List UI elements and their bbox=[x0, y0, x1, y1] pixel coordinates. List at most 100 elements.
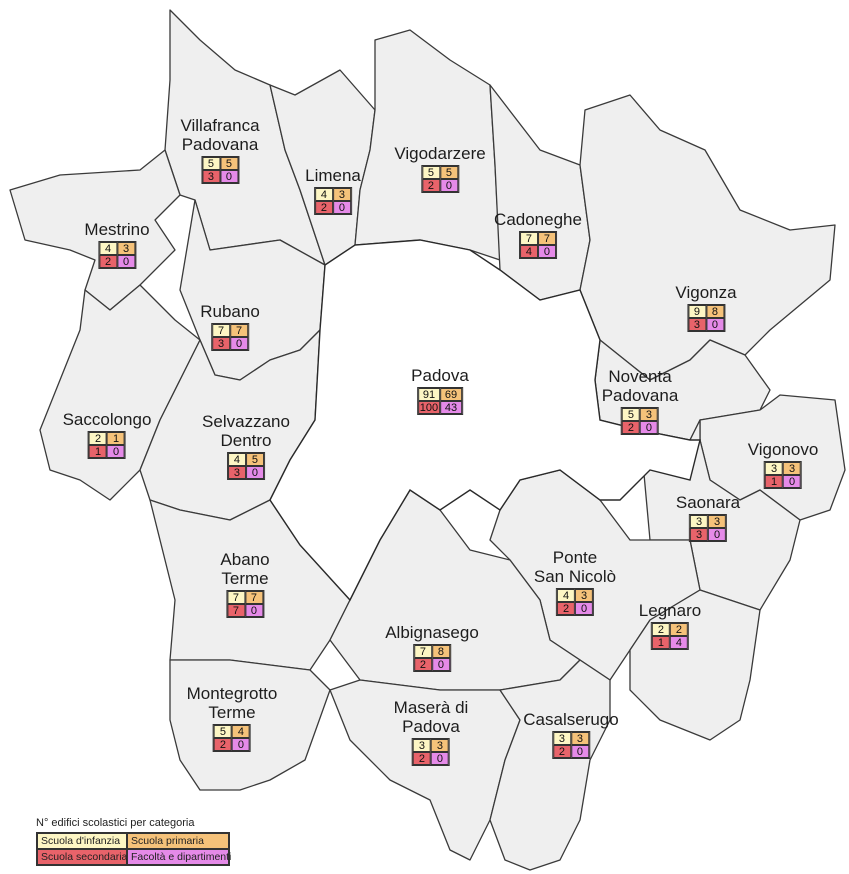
municipality-name: Mestrino bbox=[84, 220, 150, 239]
count-secondaria: 3 bbox=[201, 170, 220, 183]
count-infanzia: 5 bbox=[201, 157, 220, 170]
count-primaria: 3 bbox=[117, 242, 135, 255]
count-facolta: 0 bbox=[117, 255, 135, 268]
legend-item-facolta: Facoltà e dipartimenti bbox=[127, 849, 231, 865]
municipality-name: San Nicolò bbox=[533, 567, 617, 586]
municipality-name: Padovana bbox=[181, 135, 259, 154]
count-primaria: 5 bbox=[245, 453, 264, 466]
count-infanzia: 4 bbox=[314, 188, 333, 201]
legend-title: N° edifici scolastici per categoria bbox=[36, 817, 195, 829]
count-infanzia: 7 bbox=[413, 645, 432, 658]
count-facolta: 0 bbox=[575, 602, 593, 615]
count-secondaria: 1 bbox=[89, 445, 107, 458]
count-infanzia: 2 bbox=[651, 623, 670, 636]
municipality-name: Vigonovo bbox=[747, 440, 819, 459]
count-facolta: 0 bbox=[639, 421, 658, 434]
count-primaria: 7 bbox=[537, 232, 556, 245]
count-infanzia: 4 bbox=[227, 453, 246, 466]
municipality-name: Casalserugo bbox=[523, 710, 619, 729]
count-facolta: 0 bbox=[783, 475, 801, 488]
municipality-name: Noventa bbox=[608, 367, 672, 386]
municipality-name: Ponte bbox=[552, 548, 598, 567]
count-secondaria: 2 bbox=[552, 745, 571, 758]
count-infanzia: 91 bbox=[417, 388, 440, 401]
count-infanzia: 7 bbox=[519, 232, 538, 245]
count-facolta: 0 bbox=[431, 658, 450, 671]
municipality-name: Selvazzano bbox=[202, 412, 290, 431]
municipality-name: Villafranca bbox=[180, 116, 260, 135]
count-primaria: 69 bbox=[439, 388, 462, 401]
count-primaria: 3 bbox=[430, 739, 449, 752]
count-infanzia: 4 bbox=[557, 589, 575, 602]
legend-grid: Scuola d'infanzia Scuola primaria Scuola… bbox=[36, 832, 231, 866]
municipality-name: Dentro bbox=[220, 431, 272, 450]
legend-item-secondaria: Scuola secondaria bbox=[37, 849, 127, 865]
legend-item-infanzia: Scuola d'infanzia bbox=[37, 833, 127, 849]
municipality-name: Maserà di bbox=[393, 698, 469, 717]
count-facolta: 0 bbox=[231, 738, 250, 751]
count-facolta: 43 bbox=[439, 401, 462, 414]
municipality-name: Vigodarzere bbox=[394, 144, 486, 163]
count-primaria: 4 bbox=[231, 725, 250, 738]
count-secondaria: 2 bbox=[421, 179, 440, 192]
count-facolta: 0 bbox=[332, 201, 351, 214]
area-cadoneghe bbox=[489, 84, 591, 301]
area-casalserugo bbox=[489, 659, 611, 871]
count-primaria: 8 bbox=[431, 645, 450, 658]
count-infanzia: 2 bbox=[89, 432, 107, 445]
count-facolta: 0 bbox=[245, 466, 264, 479]
count-facolta: 0 bbox=[537, 245, 556, 258]
municipality-name: Cadoneghe bbox=[494, 210, 582, 229]
count-facolta: 0 bbox=[439, 179, 458, 192]
municipality-name: Terme bbox=[221, 569, 269, 588]
count-infanzia: 7 bbox=[212, 324, 230, 337]
legend-item-primaria: Scuola primaria bbox=[127, 833, 229, 849]
count-primaria: 3 bbox=[570, 732, 589, 745]
legend: N° edifici scolastici per categoria Scuo… bbox=[36, 817, 231, 866]
count-facolta: 4 bbox=[669, 636, 688, 649]
count-secondaria: 7 bbox=[226, 604, 245, 617]
count-primaria: 3 bbox=[639, 408, 658, 421]
count-primaria: 3 bbox=[783, 462, 801, 475]
count-infanzia: 3 bbox=[690, 515, 708, 528]
count-facolta: 0 bbox=[244, 604, 263, 617]
municipality-name: Padovana bbox=[601, 386, 679, 405]
count-primaria: 8 bbox=[705, 305, 724, 318]
count-primaria: 3 bbox=[332, 188, 351, 201]
count-secondaria: 2 bbox=[314, 201, 333, 214]
count-secondaria: 2 bbox=[213, 738, 232, 751]
count-infanzia: 5 bbox=[213, 725, 232, 738]
count-primaria: 2 bbox=[669, 623, 688, 636]
count-primaria: 7 bbox=[244, 591, 263, 604]
count-facolta: 0 bbox=[219, 170, 238, 183]
count-facolta: 0 bbox=[570, 745, 589, 758]
area-mestrino bbox=[9, 149, 181, 311]
count-secondaria: 3 bbox=[227, 466, 246, 479]
area-vigonza bbox=[579, 94, 836, 381]
